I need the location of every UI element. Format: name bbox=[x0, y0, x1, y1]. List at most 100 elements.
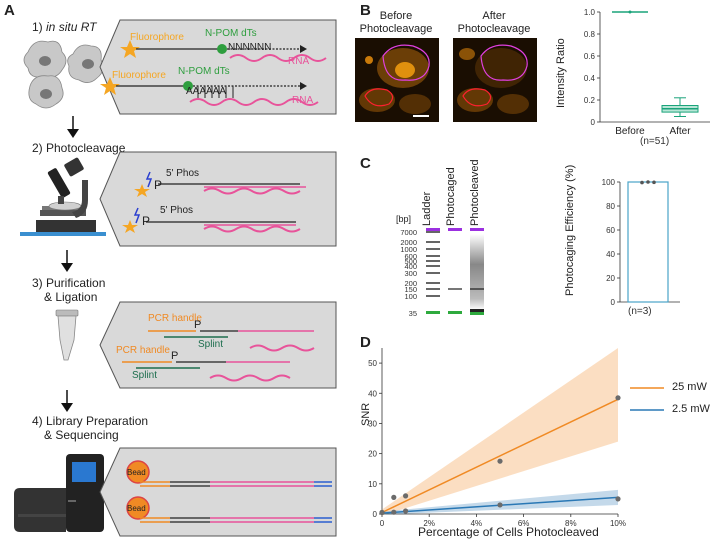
down-arrow-icon bbox=[67, 116, 79, 138]
rna-label-2: RNA bbox=[292, 95, 314, 106]
c-ylabel-text: Photocaging Efficiency (%) bbox=[564, 164, 576, 296]
rna-label-1: RNA bbox=[288, 56, 310, 67]
c-y-tick-label: 0 bbox=[611, 298, 616, 307]
gel-ladder-band bbox=[426, 248, 440, 250]
microscope-icon bbox=[20, 157, 106, 236]
p-label-1: P bbox=[154, 178, 163, 192]
micrograph-before bbox=[355, 38, 439, 122]
step4-line2: & Sequencing bbox=[44, 428, 119, 442]
step4-box bbox=[99, 447, 337, 537]
b-y-tick-label: 0.8 bbox=[584, 30, 596, 39]
step3-title: 3) Purification & Ligation bbox=[32, 276, 105, 304]
step4-title: 4) Library Preparation & Sequencing bbox=[32, 414, 148, 442]
gel-ladder-band bbox=[426, 288, 440, 290]
gel-ladder-green-band bbox=[426, 311, 440, 314]
d-x-tick-label: 2% bbox=[423, 519, 435, 528]
micrograph-after bbox=[453, 38, 537, 122]
d-data-point bbox=[403, 493, 409, 499]
splint-label-2: Splint bbox=[132, 370, 158, 381]
legend-2-5mw: 2.5 mW bbox=[672, 403, 710, 415]
b-y-tick-label: 0.4 bbox=[584, 74, 596, 83]
c-note: (n=3) bbox=[628, 306, 652, 317]
gel-photocleaved-green-band bbox=[470, 312, 484, 315]
gel-ladder-marker bbox=[426, 228, 440, 232]
ladder-size-label: 150 bbox=[404, 285, 417, 294]
c-point bbox=[640, 180, 644, 185]
npom-label-1: N-POM dTs bbox=[205, 28, 257, 39]
d-x-tick-label: 0 bbox=[380, 519, 385, 528]
d-data-point bbox=[403, 508, 409, 514]
b-before-point bbox=[628, 10, 632, 14]
c-point bbox=[652, 180, 656, 185]
bead-icon bbox=[126, 460, 150, 484]
npom-label-2: N-POM dTs bbox=[178, 66, 230, 77]
gel-photocaged-marker bbox=[448, 228, 462, 231]
d-data-point bbox=[497, 458, 503, 464]
after-label-line1: After bbox=[482, 10, 506, 22]
step3-line1: 3) Purification bbox=[32, 276, 106, 290]
gel-photocleaved-smear bbox=[470, 234, 484, 310]
d-fit-line bbox=[381, 398, 619, 514]
down-arrow-icon bbox=[61, 250, 73, 272]
ladder-size-label: 1000 bbox=[400, 245, 417, 254]
gel-photocaged-band bbox=[448, 288, 462, 290]
b-y-tick-label: 1.0 bbox=[584, 8, 596, 17]
c-bar bbox=[627, 181, 669, 303]
d-y-tick-label: 40 bbox=[368, 389, 377, 398]
cells-illustration bbox=[23, 40, 104, 109]
gel-photocleaved-band bbox=[470, 288, 484, 290]
lane-label-ladder: Ladder bbox=[421, 191, 433, 226]
gel-ladder-band bbox=[426, 260, 440, 262]
fluorophore-label-2: Fluorophore bbox=[112, 70, 166, 81]
step1-box bbox=[99, 19, 337, 115]
d-data-point bbox=[379, 509, 385, 516]
gel-ladder-band bbox=[426, 295, 440, 297]
step1-number: 1) bbox=[32, 20, 43, 34]
gel-ladder-band bbox=[426, 272, 440, 274]
bead-icon bbox=[126, 496, 150, 520]
d-x-tick-label: 6% bbox=[518, 519, 530, 528]
before-label-line1: Before bbox=[379, 10, 413, 22]
b-y-tick-label: 0.6 bbox=[584, 52, 596, 61]
probe1-sequence: NNNNNN bbox=[228, 42, 272, 53]
c-y-tick-label: 20 bbox=[606, 274, 615, 283]
step1-title: 1) in situ RT bbox=[32, 20, 96, 34]
p-label-2: P bbox=[142, 214, 151, 228]
d-y-tick-label: 20 bbox=[368, 450, 377, 459]
lane-label-photocaged: Photocaged bbox=[445, 167, 457, 226]
gel-photocaged-green-band bbox=[448, 311, 462, 314]
step3-box bbox=[99, 301, 337, 389]
d-y-tick-label: 10 bbox=[368, 480, 377, 489]
gel-ladder-band bbox=[426, 265, 440, 267]
ladder-size-label: 400 bbox=[404, 262, 417, 271]
b-y-tick-label: 0 bbox=[591, 118, 596, 127]
phos-label-2: 5' Phos bbox=[160, 205, 194, 216]
d-xlabel: Percentage of Cells Photocleaved bbox=[418, 525, 599, 539]
gel-ladder-band bbox=[426, 255, 440, 257]
d-data-point bbox=[391, 509, 397, 515]
step3-line2: & Ligation bbox=[44, 290, 98, 304]
d-x-tick-label: 8% bbox=[565, 519, 577, 528]
down-arrow-icon bbox=[61, 390, 73, 412]
ladder-size-label: 100 bbox=[404, 292, 417, 301]
step2-title: 2) Photocleavage bbox=[32, 141, 126, 155]
before-label: Before Photocleavage bbox=[350, 10, 442, 36]
d-confidence-band bbox=[382, 348, 618, 516]
ladder-size-label: 500 bbox=[404, 257, 417, 266]
fluorophore-star-icon bbox=[100, 77, 120, 95]
c-point bbox=[646, 180, 650, 184]
b-ylabel: Intensity Ratio bbox=[555, 38, 567, 108]
panel-d-letter: D bbox=[360, 334, 371, 351]
d-data-point bbox=[497, 502, 503, 508]
gel-ladder-band bbox=[426, 231, 440, 233]
after-label-line2: Photocleavage bbox=[457, 23, 531, 35]
d-x-tick-label: 10% bbox=[610, 519, 626, 528]
lane-label-photocleaved: Photocleaved bbox=[469, 159, 481, 226]
c-y-tick-label: 80 bbox=[606, 202, 615, 211]
ladder-size-label: 300 bbox=[404, 269, 417, 278]
step2-box bbox=[99, 151, 337, 247]
bead-label-2: Bead bbox=[127, 504, 146, 513]
